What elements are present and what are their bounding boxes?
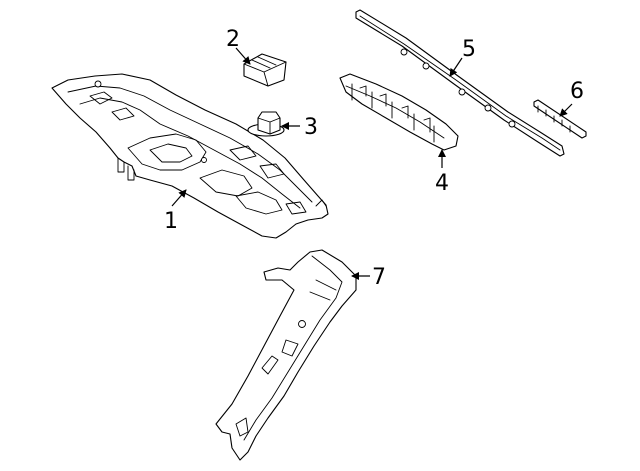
callout-labels: 1 2 3 4 5 6 7 bbox=[164, 27, 584, 290]
callout-1: 1 bbox=[164, 209, 178, 234]
part-5-strip bbox=[355, 9, 565, 157]
callout-6: 6 bbox=[570, 79, 584, 104]
part-6-clip-strip bbox=[533, 99, 587, 139]
leader-6 bbox=[559, 103, 573, 117]
part-1-headliner bbox=[51, 73, 329, 239]
part-4-bracket bbox=[339, 73, 459, 151]
callout-3: 3 bbox=[304, 115, 318, 140]
part-7-pillar-trim bbox=[215, 249, 357, 461]
leader-lines bbox=[171, 47, 573, 280]
callout-5: 5 bbox=[462, 37, 476, 62]
part-3-retainer bbox=[247, 111, 285, 137]
leader-2 bbox=[235, 47, 251, 65]
callout-4: 4 bbox=[435, 171, 449, 196]
leader-5 bbox=[449, 57, 463, 77]
callout-7: 7 bbox=[372, 265, 386, 290]
callout-2: 2 bbox=[226, 27, 240, 52]
part-2-clip bbox=[243, 53, 287, 87]
leader-1 bbox=[171, 189, 187, 207]
